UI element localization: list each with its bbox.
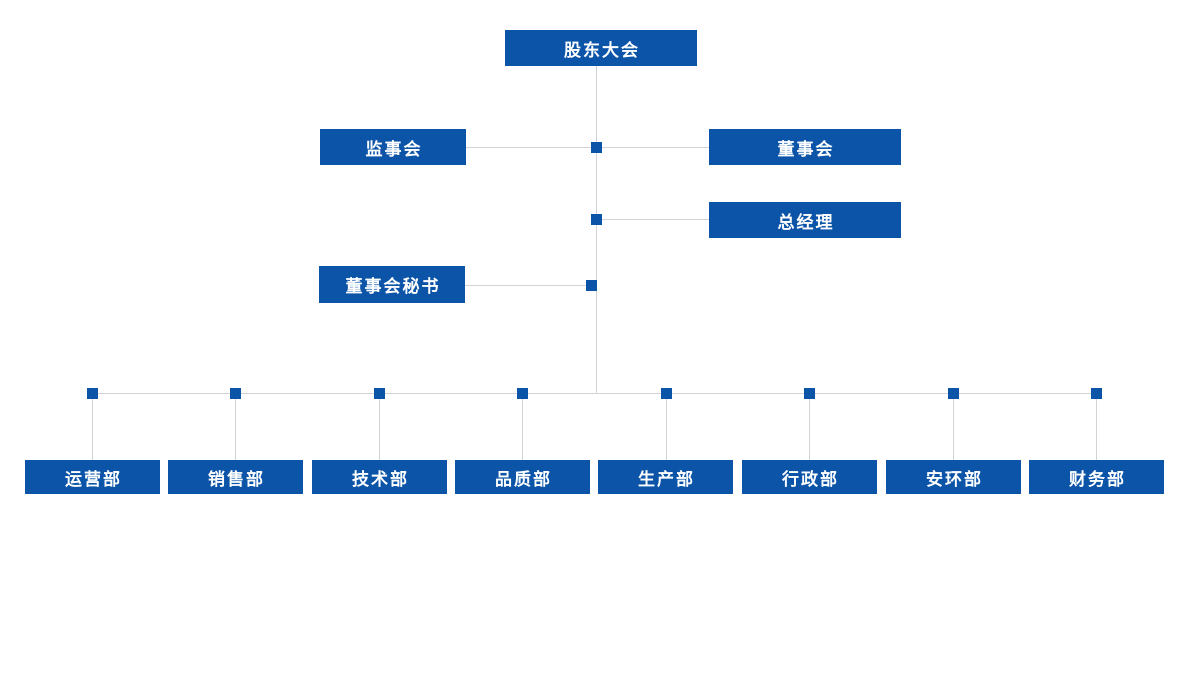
org-node-dept-technology: 技术部 — [312, 460, 447, 494]
junction-node-operations — [87, 388, 98, 399]
org-node-shareholders-meeting: 股东大会 — [505, 30, 697, 66]
org-node-dept-safety-environment: 安环部 — [886, 460, 1021, 494]
connector-stub-sales — [235, 393, 236, 460]
connector-stub-technology — [379, 393, 380, 460]
org-node-dept-operations: 运营部 — [25, 460, 160, 494]
connector-stub-operations — [92, 393, 93, 460]
connector-stub-finance — [1096, 393, 1097, 460]
junction-node-finance — [1091, 388, 1102, 399]
org-node-board-of-directors: 董事会 — [709, 129, 901, 165]
connector-spine-vertical — [596, 66, 597, 393]
connector-stub-safety-environment — [953, 393, 954, 460]
junction-node-technology — [374, 388, 385, 399]
junction-node-administration — [804, 388, 815, 399]
connector-stub-quality — [522, 393, 523, 460]
org-node-dept-finance: 财务部 — [1029, 460, 1164, 494]
connector-general-manager — [597, 219, 709, 220]
org-node-dept-sales: 销售部 — [168, 460, 303, 494]
junction-node-level2 — [591, 142, 602, 153]
connector-stub-production — [666, 393, 667, 460]
junction-node-general-manager — [591, 214, 602, 225]
org-node-dept-quality: 品质部 — [455, 460, 590, 494]
junction-node-safety-environment — [948, 388, 959, 399]
org-node-supervisory-board: 监事会 — [320, 129, 466, 165]
connector-board-secretary — [465, 285, 591, 286]
connector-supervisory-board — [466, 147, 709, 148]
junction-node-quality — [517, 388, 528, 399]
org-node-general-manager: 总经理 — [709, 202, 901, 238]
junction-node-production — [661, 388, 672, 399]
connector-stub-administration — [809, 393, 810, 460]
junction-node-sales — [230, 388, 241, 399]
org-node-dept-production: 生产部 — [598, 460, 733, 494]
junction-node-board-secretary — [586, 280, 597, 291]
org-node-board-secretary: 董事会秘书 — [319, 266, 465, 303]
org-node-dept-administration: 行政部 — [742, 460, 877, 494]
connector-department-rail — [92, 393, 1097, 394]
